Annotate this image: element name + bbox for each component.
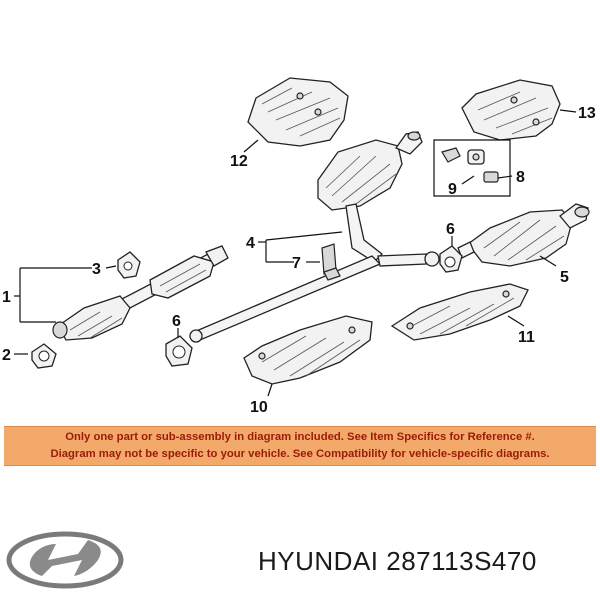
gasket-front-upper	[117, 251, 141, 279]
heat-shield-front	[247, 77, 349, 147]
callout-10: 10	[250, 399, 268, 416]
notice-line-1: Only one part or sub-assembly in diagram…	[65, 431, 535, 443]
gasket-manifold	[31, 343, 57, 369]
callout-6-rear: 6	[446, 221, 455, 238]
callout-6-front: 6	[172, 313, 181, 330]
brand-name: HYUNDAI	[258, 546, 379, 576]
center-muffler	[317, 131, 423, 211]
heat-shield-rear-floor	[390, 283, 529, 341]
hyundai-logo-icon	[6, 531, 124, 589]
callout-11: 11	[518, 329, 535, 346]
callout-5: 5	[560, 269, 569, 286]
gasket-front	[165, 335, 193, 367]
callout-1: 1	[2, 289, 11, 306]
brand-part-number: HYUNDAI 287113S470	[258, 546, 537, 577]
notice-line-2: Diagram may not be specific to your vehi…	[50, 448, 550, 460]
callout-3: 3	[92, 261, 101, 278]
rubber-hanger-2	[323, 267, 341, 281]
compatibility-notice-banner: Only one part or sub-assembly in diagram…	[4, 426, 596, 466]
callout-7: 7	[292, 255, 301, 272]
callout-labels: 1 2 3 4 5 6 6 7 8 9 10 11 12 13	[2, 105, 596, 416]
heat-shield-rear	[461, 79, 561, 141]
hanger-bracket-box	[433, 139, 511, 197]
heat-shield-floor	[243, 315, 373, 385]
callout-2: 2	[2, 347, 11, 364]
part-number: 287113S470	[386, 546, 537, 576]
callout-4: 4	[246, 235, 255, 252]
rear-muffler	[457, 203, 590, 267]
callout-12: 12	[230, 153, 248, 170]
callout-9: 9	[448, 181, 457, 198]
callout-8: 8	[516, 169, 525, 186]
leader-lines	[14, 109, 577, 397]
front-pipe-assembly	[52, 245, 229, 341]
callout-13: 13	[578, 105, 596, 122]
